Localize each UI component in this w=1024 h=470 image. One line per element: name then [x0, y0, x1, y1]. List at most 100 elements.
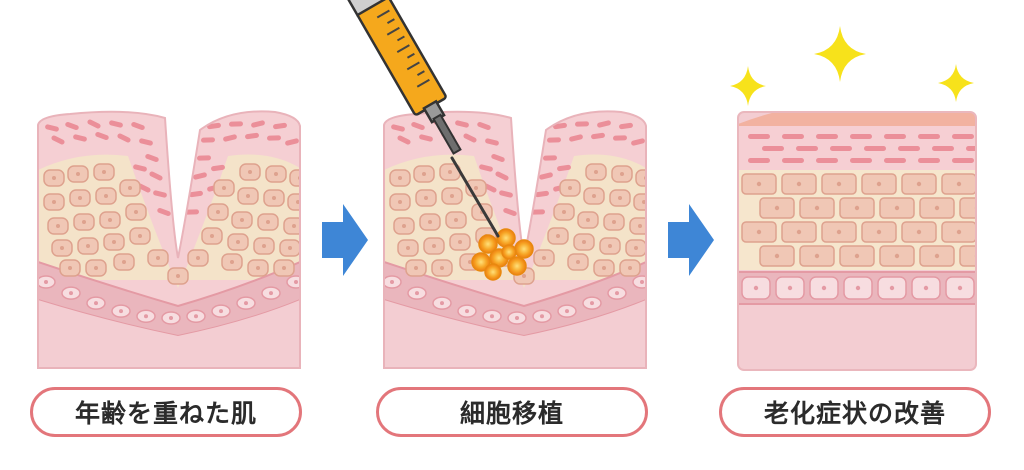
skin-cell — [850, 134, 872, 139]
cell-nucleus — [119, 309, 123, 314]
cell-nucleus — [210, 234, 214, 238]
cell-nucleus — [244, 301, 248, 306]
skin-cell — [223, 134, 237, 142]
cell-nucleus — [894, 205, 900, 211]
injected-cells — [471, 228, 534, 281]
skin-cell — [131, 121, 145, 131]
cell-nucleus — [618, 196, 622, 200]
skin-cell — [816, 158, 838, 163]
skin-cell — [245, 132, 259, 140]
aged-skin-illustration — [37, 110, 301, 369]
cell-nucleus — [594, 170, 598, 174]
arrow-right-icon — [668, 204, 714, 276]
skin-cell — [762, 146, 784, 151]
skin-cell — [201, 137, 215, 143]
cell-nucleus — [468, 260, 472, 264]
skin-cell — [503, 207, 517, 217]
skin-cell — [485, 138, 499, 146]
cell-nucleus — [406, 246, 410, 250]
skin-cell — [463, 133, 477, 143]
cell-nucleus — [440, 301, 444, 306]
cell-nucleus — [540, 314, 544, 319]
cell-nucleus — [628, 266, 632, 270]
skin-cell — [477, 121, 491, 131]
cell-nucleus — [262, 244, 266, 248]
cell-nucleus — [282, 266, 286, 270]
cell-nucleus — [814, 205, 820, 211]
skin-cell — [139, 138, 153, 146]
cell-nucleus — [432, 244, 436, 248]
cell-nucleus — [490, 314, 494, 319]
skin-cell — [133, 164, 147, 172]
skin-cell — [918, 158, 940, 163]
skin-cell — [959, 197, 976, 219]
cell-nucleus — [592, 194, 596, 198]
cell-nucleus — [122, 260, 126, 264]
cell-nucleus — [934, 253, 940, 259]
cell-nucleus — [916, 181, 922, 187]
skin-cell — [149, 171, 163, 181]
cell-nucleus — [415, 291, 419, 296]
skin-cell — [557, 164, 571, 172]
cell-nucleus — [568, 186, 572, 190]
skin-cell — [45, 124, 59, 132]
cell-nucleus — [956, 229, 962, 235]
cell-nucleus — [222, 186, 226, 190]
cell-nucleus — [69, 291, 73, 296]
cell-nucleus — [424, 196, 428, 200]
cell-nucleus — [774, 253, 780, 259]
cell-nucleus — [855, 285, 861, 291]
dermis-layer — [38, 300, 300, 368]
cell-nucleus — [956, 181, 962, 187]
cell-nucleus — [753, 285, 759, 291]
cell-nucleus — [576, 260, 580, 264]
cell-nucleus — [640, 280, 644, 284]
cell-nucleus — [216, 210, 220, 214]
cell-nucleus — [836, 181, 842, 187]
cell-nucleus — [756, 181, 762, 187]
cell-nucleus — [796, 229, 802, 235]
skin-cell — [145, 153, 159, 163]
cell-nucleus — [787, 285, 793, 291]
cell-nucleus — [108, 218, 112, 222]
skin-cell — [850, 158, 872, 163]
skin-cell — [748, 134, 770, 139]
skin-cell — [73, 134, 87, 142]
skin-cell — [285, 138, 299, 146]
skin-cell — [547, 137, 561, 143]
cell-nucleus — [414, 266, 418, 270]
skin-cell — [959, 245, 976, 267]
skin-cell — [539, 172, 553, 180]
skin-cell — [185, 209, 199, 215]
cell-nucleus — [634, 246, 638, 250]
cell-nucleus — [94, 266, 98, 270]
skin-cell — [635, 169, 646, 187]
skin-cell — [884, 134, 906, 139]
cell-nucleus — [590, 301, 594, 306]
skin-cell — [273, 122, 287, 130]
cell-nucleus — [586, 218, 590, 222]
skin-cell — [535, 190, 549, 198]
cell-nucleus — [269, 291, 273, 296]
skin-cell — [193, 172, 207, 180]
step-label-aged-skin: 年齢を重ねた肌 — [30, 387, 302, 437]
cell-nucleus — [602, 266, 606, 270]
skin-cell — [189, 190, 203, 198]
step-label-aging-improvement: 老化症状の改善 — [719, 387, 991, 437]
cell-nucleus — [889, 285, 895, 291]
cell-nucleus — [248, 170, 252, 174]
cell-nucleus — [156, 256, 160, 260]
cell-nucleus — [876, 229, 882, 235]
cell-nucleus — [60, 246, 64, 250]
cell-nucleus — [836, 229, 842, 235]
cell-nucleus — [608, 244, 612, 248]
cell-nucleus — [814, 253, 820, 259]
skin-cell — [782, 134, 804, 139]
skin-cell — [830, 146, 852, 151]
skin-cell — [211, 164, 225, 172]
cell-nucleus — [94, 301, 98, 306]
skin-cell — [419, 134, 433, 142]
cell-nucleus — [796, 181, 802, 187]
cell-nucleus — [292, 224, 296, 228]
cell-nucleus — [398, 200, 402, 204]
